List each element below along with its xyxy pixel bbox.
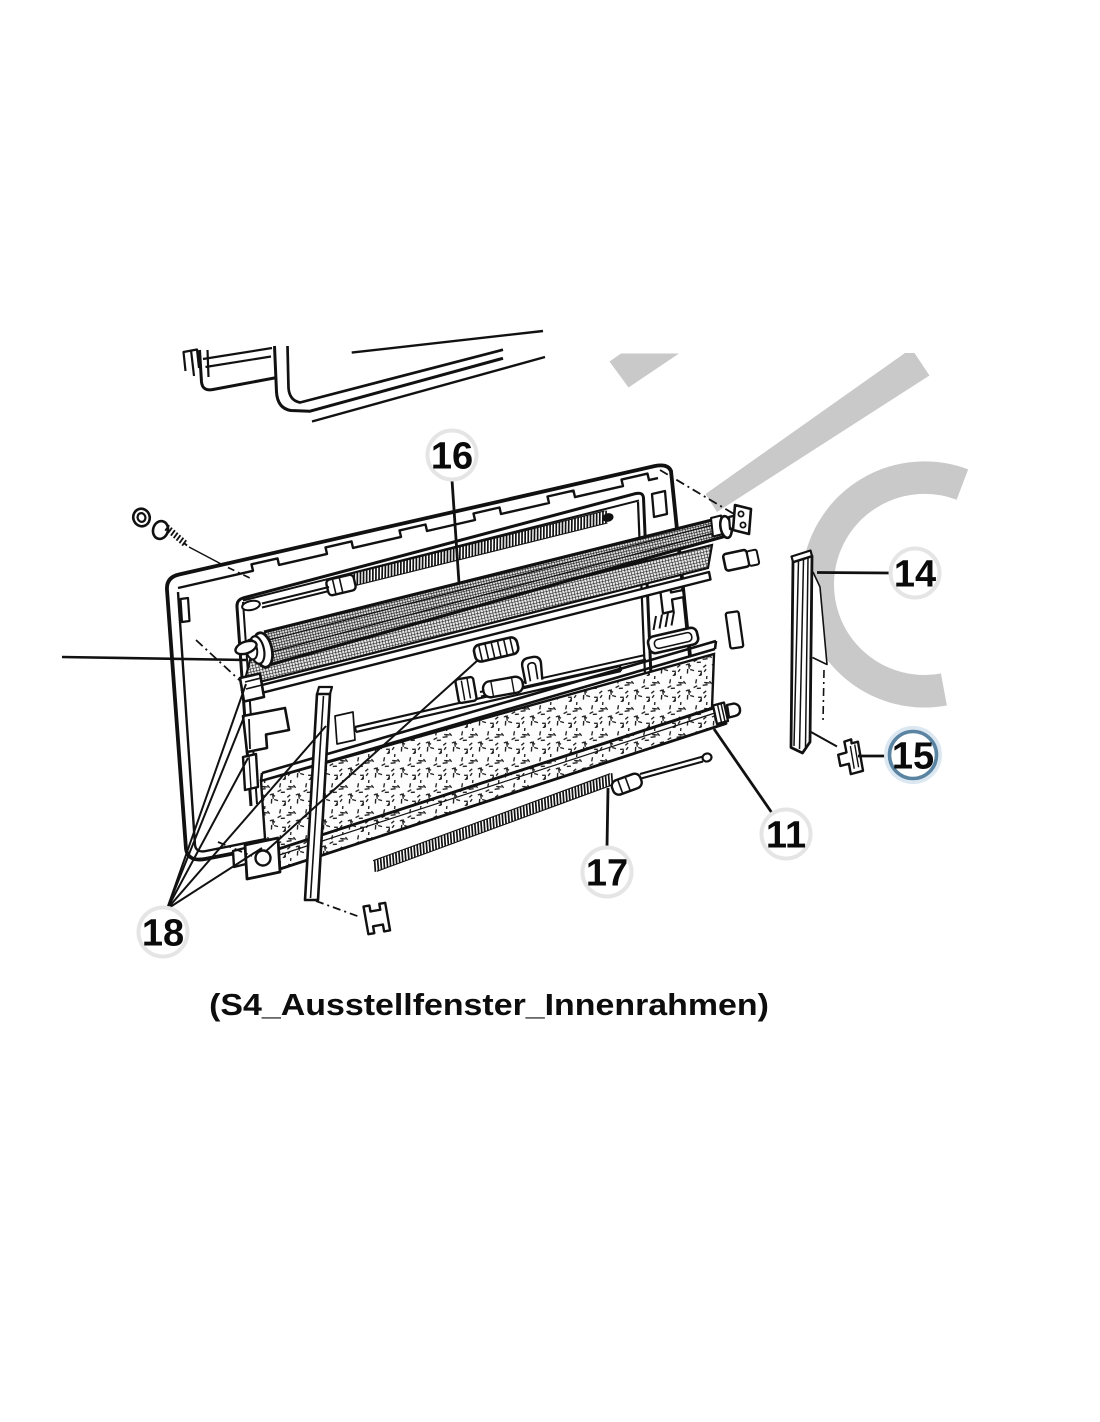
svg-text:15: 15	[892, 736, 934, 778]
svg-text:14: 14	[894, 554, 936, 596]
svg-text:(S4_Ausstellfenster_Innenrahme: (S4_Ausstellfenster_Innenrahmen)	[209, 987, 769, 1021]
svg-text:16: 16	[431, 436, 473, 478]
svg-text:17: 17	[586, 853, 628, 895]
svg-text:11: 11	[766, 815, 806, 857]
svg-text:18: 18	[142, 913, 184, 955]
